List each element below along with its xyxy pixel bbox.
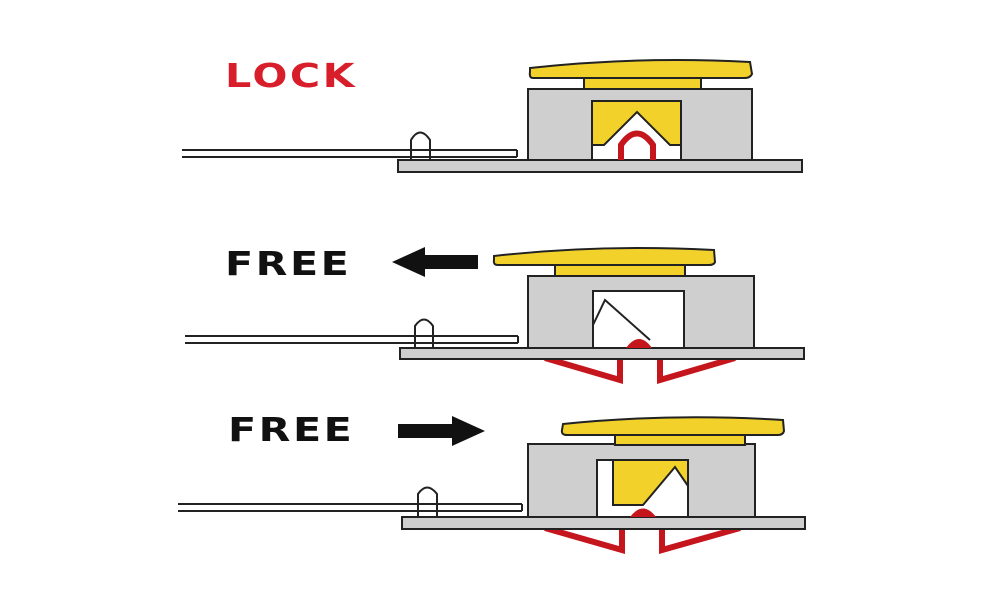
base-plate xyxy=(399,347,805,360)
spring-clips xyxy=(544,525,741,554)
lever-wire xyxy=(178,503,523,512)
lock-label: LOCK xyxy=(225,56,358,95)
free-right-label: FREE xyxy=(228,410,355,449)
button-cap xyxy=(492,247,717,266)
base-plate xyxy=(401,516,806,530)
pivot-loop xyxy=(410,131,431,161)
arrow-right-icon xyxy=(398,416,485,446)
lock-panel xyxy=(182,59,803,173)
spring-clips xyxy=(544,355,736,385)
arrow-left-icon xyxy=(392,247,478,277)
cam xyxy=(612,459,689,506)
lever-wire xyxy=(185,335,519,344)
lever-wire xyxy=(182,149,518,158)
spring-bump xyxy=(630,508,656,517)
base-plate xyxy=(397,159,803,173)
button-cap xyxy=(528,59,754,79)
spring-bump xyxy=(626,339,652,348)
cam xyxy=(591,100,682,146)
button-cap xyxy=(560,416,786,436)
free-left-label: FREE xyxy=(225,244,352,283)
free-left-panel xyxy=(185,247,805,385)
free-right-panel xyxy=(178,416,806,554)
spring-loop xyxy=(618,130,656,160)
